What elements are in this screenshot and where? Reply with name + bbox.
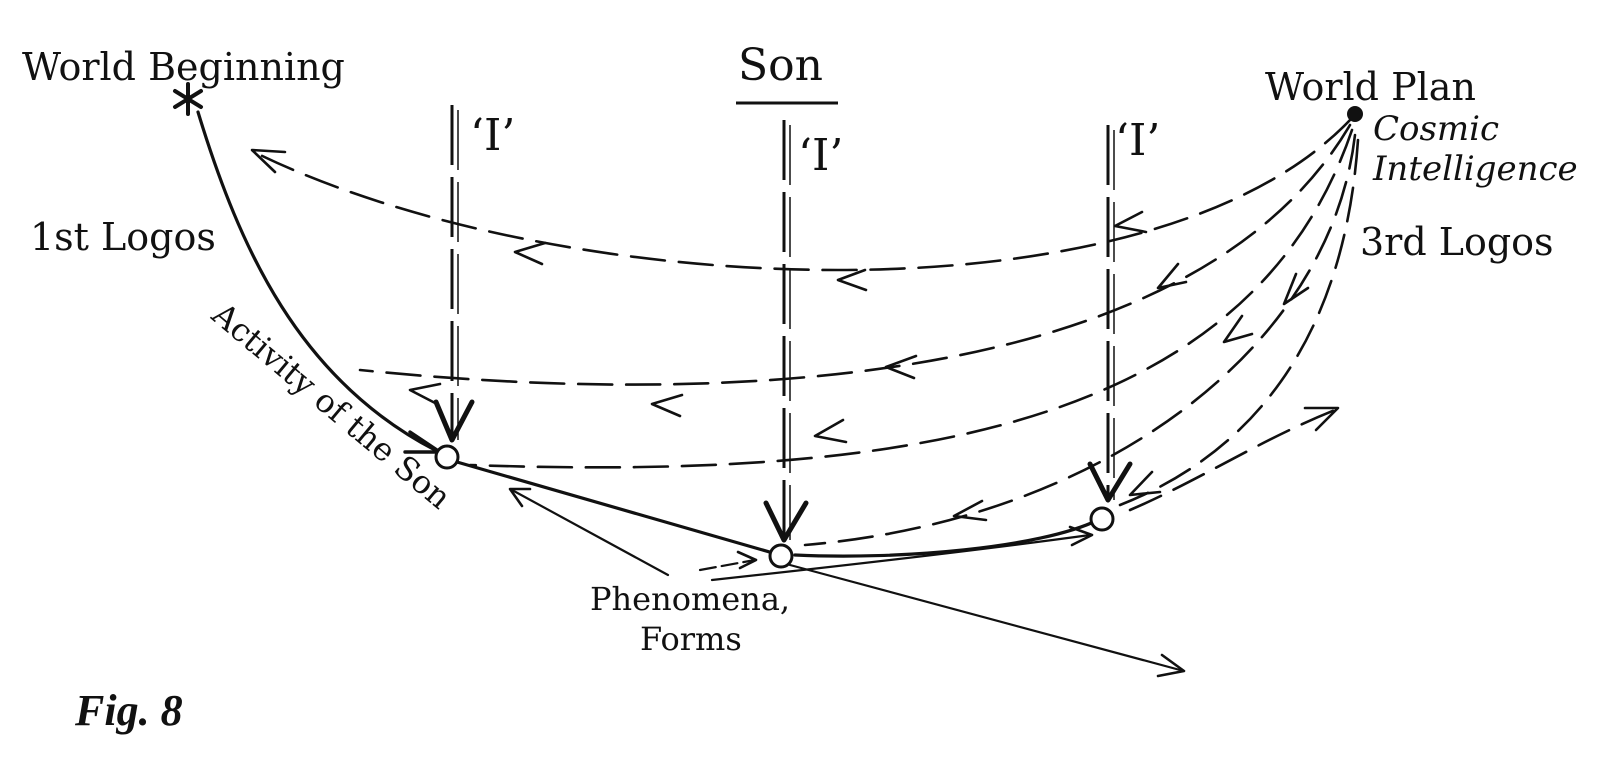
world-plan-dashed-arcs — [248, 118, 1360, 547]
son-activity-line-2 — [793, 518, 1100, 558]
dashed-arc-fifth — [1118, 138, 1360, 507]
ego-lines — [433, 105, 1133, 543]
dashed-arc-second — [358, 123, 1352, 386]
arrowhead — [650, 393, 684, 418]
label-ego-left: ‘I’ — [470, 110, 515, 161]
phenomena-arrow-to-right — [710, 533, 1092, 582]
labels: World Beginning Son World Plan Cosmic In… — [22, 40, 1578, 735]
arrowhead — [1113, 210, 1148, 234]
ego-arrowhead-left — [433, 399, 475, 443]
arrowhead — [250, 148, 287, 174]
phenomena-arrow-to-left — [510, 488, 670, 577]
dashed-arc-fourth — [803, 133, 1357, 547]
node-left — [434, 444, 460, 470]
phenomena-arrow-to-middle — [698, 558, 757, 572]
arrowhead — [813, 418, 848, 444]
arrowhead — [884, 354, 918, 380]
arrowhead — [1303, 406, 1340, 432]
arrowhead — [1068, 525, 1094, 547]
arrowhead — [736, 550, 758, 570]
world-plan-point — [1347, 106, 1363, 122]
node-middle — [768, 543, 794, 569]
arrowhead — [1222, 314, 1254, 344]
arrowhead — [1128, 470, 1162, 497]
label-activity-of-son: Activity of the Son — [204, 294, 458, 516]
label-first-logos: 1st Logos — [30, 215, 216, 259]
label-third-logos: 3rd Logos — [1360, 220, 1554, 264]
arrowhead — [1156, 262, 1188, 290]
nodes — [434, 106, 1363, 569]
arrowhead — [513, 241, 547, 266]
arrowhead — [1282, 272, 1310, 306]
label-cosmic: Cosmic — [1373, 109, 1499, 149]
node-right — [1089, 506, 1115, 532]
son-activity-line-1 — [448, 458, 782, 557]
label-ego-right: ‘I’ — [1115, 115, 1160, 166]
label-ego-middle: ‘I’ — [798, 130, 843, 181]
label-world-beginning: World Beginning — [22, 45, 345, 89]
outgoing-line — [788, 563, 1182, 672]
dashed-arc-top — [248, 118, 1352, 272]
figure-caption: Fig. 8 — [74, 686, 183, 735]
arrowhead — [1156, 653, 1186, 678]
arrowhead — [952, 499, 988, 522]
label-intelligence: Intelligence — [1372, 149, 1578, 189]
label-world-plan: World Plan — [1265, 65, 1476, 109]
dashed-outward-arrow — [1128, 408, 1337, 512]
solid-lines — [196, 110, 1186, 678]
arrowhead — [408, 382, 442, 406]
ego-arrowhead-right — [1087, 461, 1133, 503]
label-son: Son — [738, 40, 823, 91]
arrowhead — [508, 487, 532, 508]
arrowhead — [836, 268, 868, 292]
label-forms: Forms — [640, 620, 742, 658]
label-phenomena: Phenomena, — [590, 580, 790, 618]
first-logos-curve — [196, 110, 437, 452]
dashed-arc-third — [468, 128, 1354, 469]
star-icon — [173, 82, 203, 116]
ego-arrowhead-middle — [763, 500, 809, 543]
